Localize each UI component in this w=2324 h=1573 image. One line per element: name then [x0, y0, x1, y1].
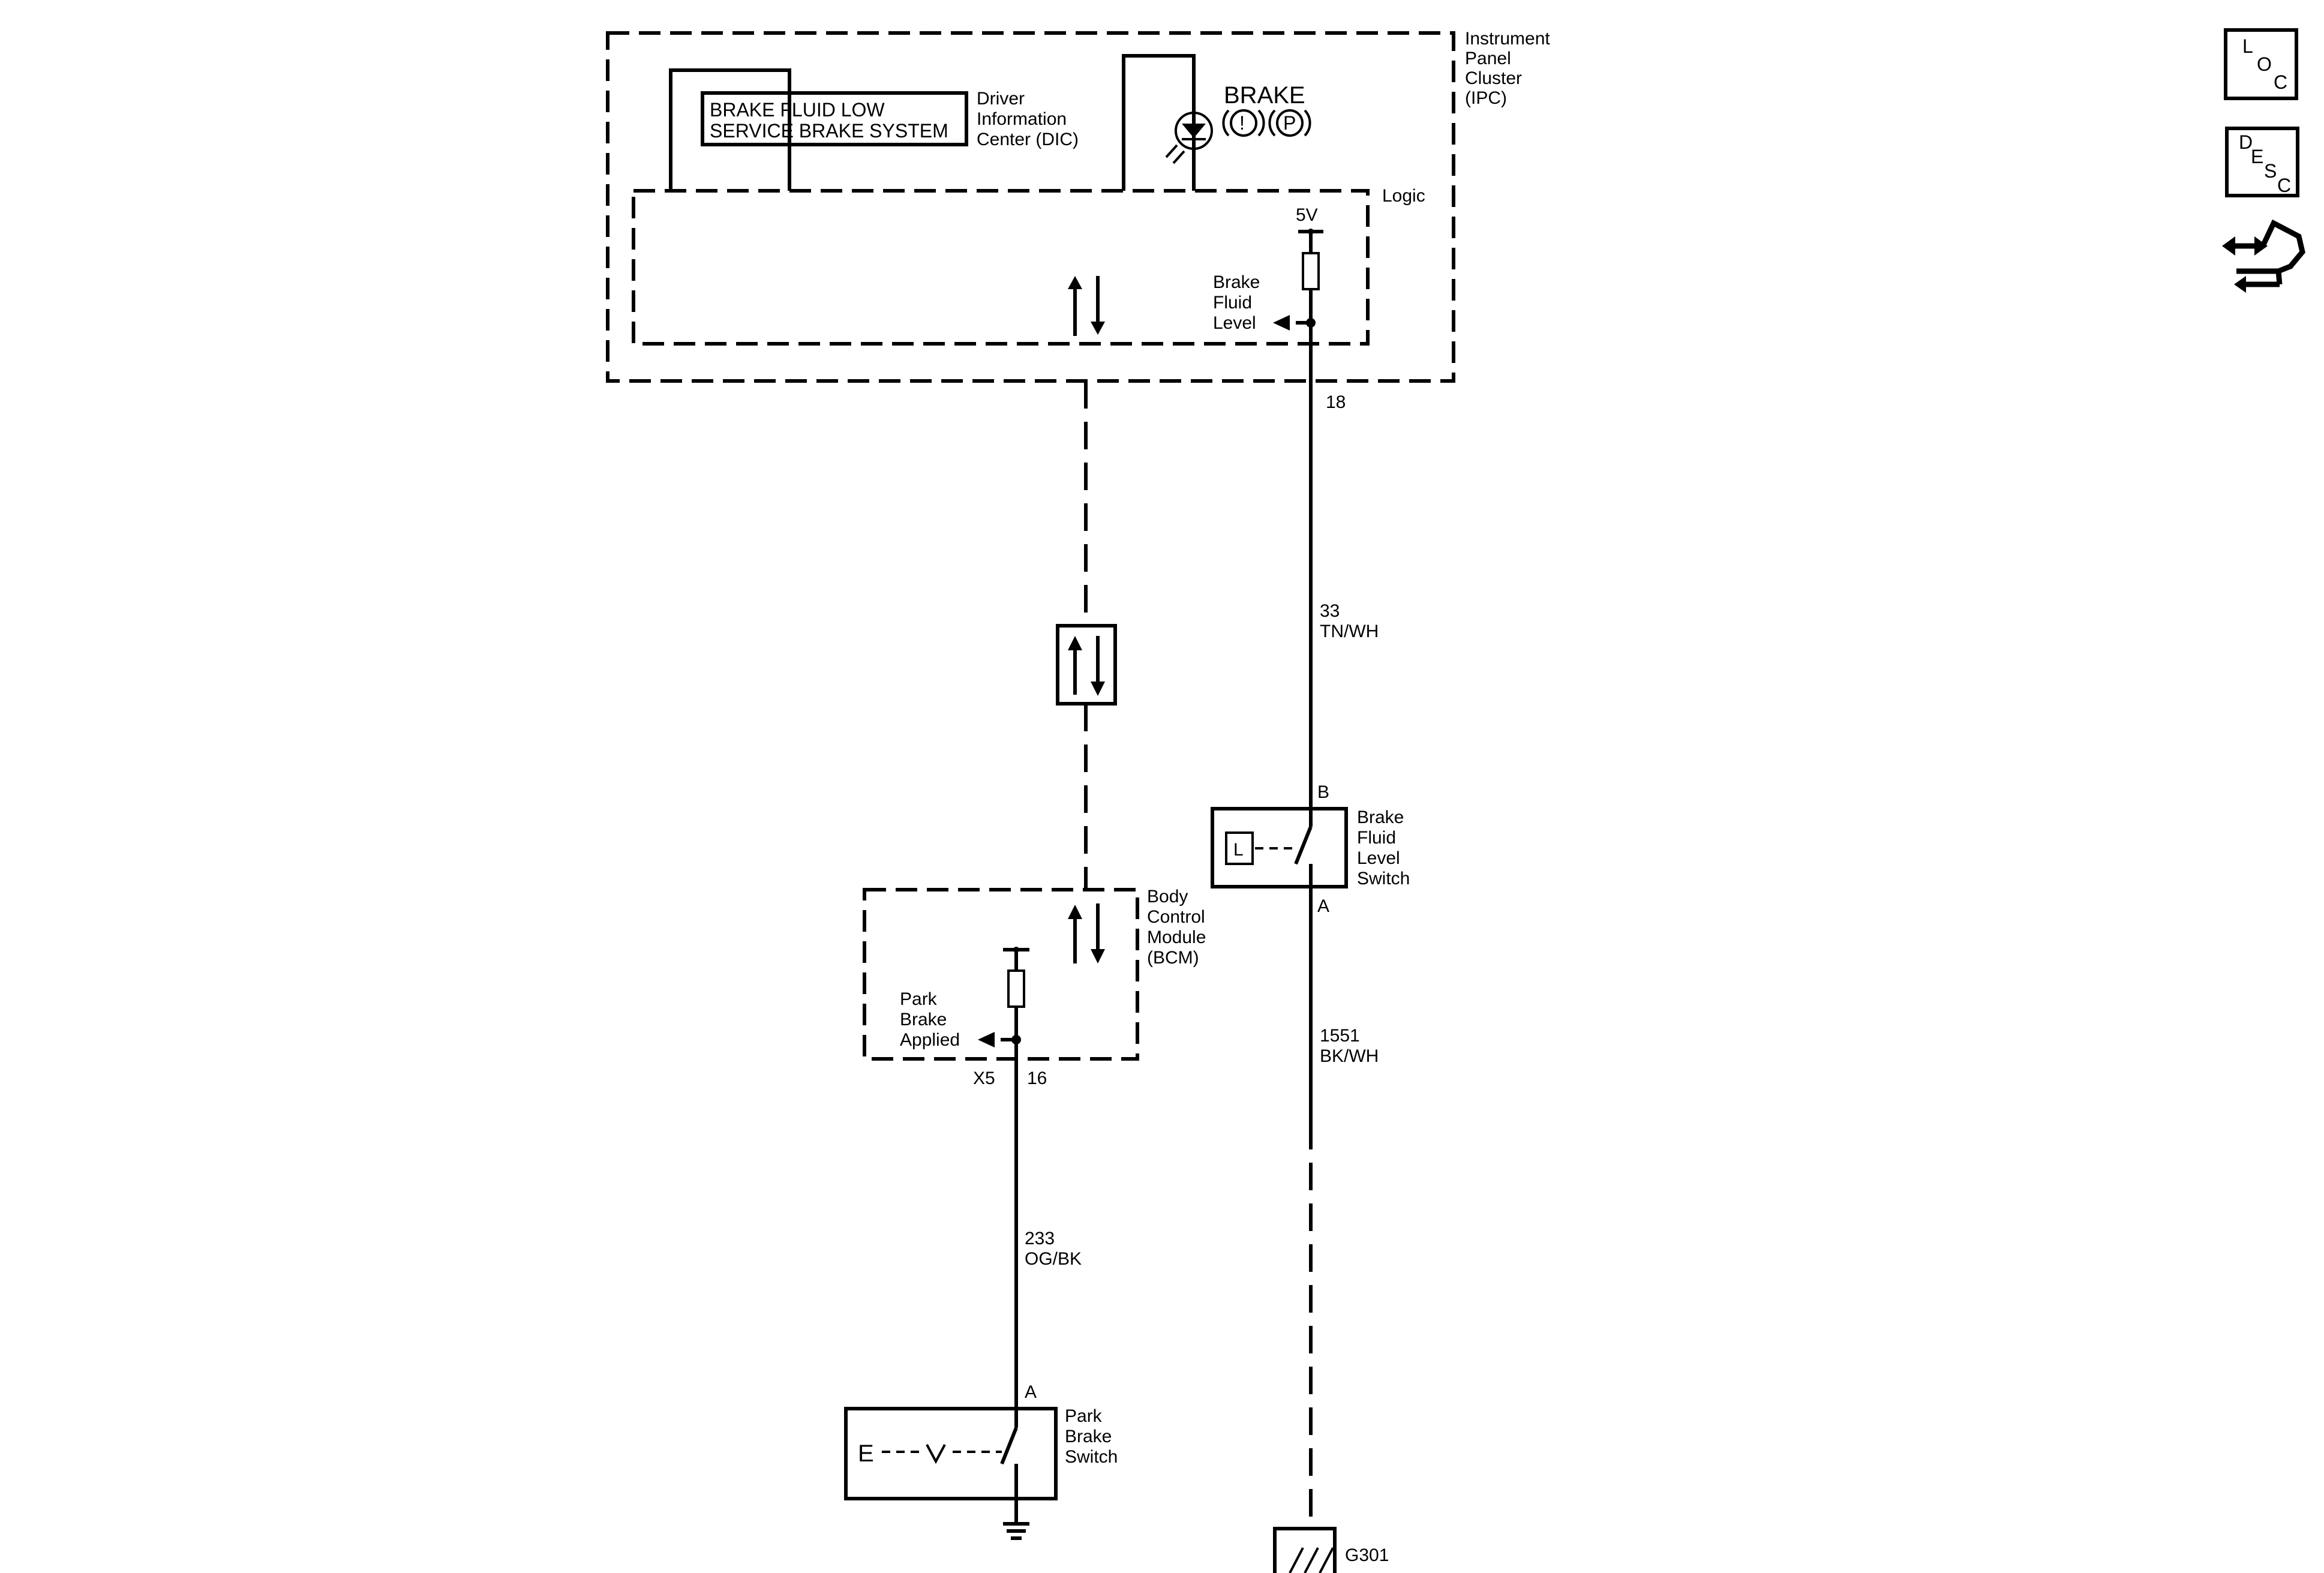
fluid-switch-name: Brake Fluid Level Switch [1357, 807, 1410, 888]
fluid-switch-outline [1211, 807, 1348, 888]
wire-1551-label: 1551 BK/WH [1320, 1026, 1379, 1066]
ipc-logic-label: Logic [1382, 186, 1425, 206]
desc-letter-c: C [2277, 175, 2291, 196]
level-sensor-icon [1225, 831, 1254, 865]
g301-label: G301 [1345, 1545, 1389, 1565]
loc-icon [2224, 28, 2298, 100]
desc-letter-d: D [2239, 131, 2253, 153]
park-brake-applied-label: Park Brake Applied [900, 989, 960, 1050]
desc-icon [2225, 127, 2299, 197]
ipc-serial-data-arrows-icon [1068, 276, 1105, 336]
bcm-serial-data-arrows-icon [1068, 903, 1105, 963]
park-switch-symbol: E [858, 1440, 874, 1467]
brake-lamp-label: BRAKE [1224, 82, 1305, 109]
lamp-bracket [1122, 54, 1196, 191]
loc-letter-o: O [2257, 53, 2272, 75]
desc-button[interactable]: D E S C [2225, 127, 2299, 197]
park-switch-name: Park Brake Switch [1065, 1406, 1118, 1467]
led-diode-icon [1182, 124, 1206, 138]
wire-233-label: 233 OG/BK [1025, 1229, 1082, 1269]
led-ray-1 [1165, 144, 1178, 158]
input-arrow-icon [1273, 315, 1290, 331]
serial-data-box-arrows-icon [1068, 636, 1105, 696]
led-circle [1175, 112, 1213, 150]
brake-fluid-level-switch[interactable]: B L Brake Fluid Level Switch A [1211, 782, 1410, 916]
brake-park-icon: P [1268, 109, 1311, 137]
svg-text:!: ! [1239, 112, 1245, 134]
ipc-name: Instrument Panel Cluster (IPC) [1465, 29, 1555, 108]
desc-letter-s: S [2264, 160, 2277, 182]
bcm-module[interactable]: Body Control Module (BCM) Park Brake App… [863, 887, 1211, 1061]
dic-message-box [701, 91, 968, 146]
wire-park-brake-signal[interactable]: 233 OG/BK [1014, 1059, 1082, 1409]
desc-letter-e: E [2251, 146, 2263, 167]
pullup-resistor-icon [1302, 252, 1320, 290]
fluid-switch-symbol: L [1233, 840, 1244, 860]
harness-connector-button[interactable] [2222, 219, 2305, 293]
fluid-switch-pin-b: B [1317, 782, 1329, 802]
ipc-pin-18: 18 [1326, 392, 1346, 412]
brake-exclamation-icon: ! [1222, 109, 1265, 137]
brake-fluid-input-label: Brake Fluid Level [1213, 272, 1265, 333]
bcm-name: Body Control Module (BCM) [1147, 887, 1211, 968]
brake-warning-lamp[interactable]: BRAKE ! P [1122, 54, 1311, 191]
loc-button[interactable]: L O C [2224, 28, 2298, 100]
bcm-input-arrow-icon [978, 1032, 995, 1047]
dic-message: BRAKE FLUID LOW SERVICE BRAKE SYSTEM [710, 99, 948, 142]
bcm-pin-16: 16 [1027, 1068, 1047, 1088]
svg-text:P: P [1283, 112, 1296, 134]
bcm-pullup-resistor-icon [1007, 969, 1025, 1008]
dic-label: Driver Information Center (DIC) [977, 89, 1079, 149]
chassis-ground-icon [1273, 1527, 1337, 1573]
led-ray-2 [1172, 150, 1185, 164]
serial-data-link[interactable] [1056, 381, 1117, 888]
serial-data-box [1056, 624, 1117, 706]
wire-brake-fluid-signal[interactable]: 33 TN/WH [1309, 384, 1379, 809]
park-switch-ground-icon [1003, 1522, 1029, 1540]
park-switch-spring-icon [926, 1444, 946, 1464]
ipc-outline [606, 31, 1455, 383]
park-switch-contact [1000, 1427, 1018, 1465]
park-switch-pin-a: A [1025, 1382, 1037, 1402]
ipc-logic-outline [632, 189, 1370, 346]
ground-g301[interactable]: G301 [1273, 1527, 1389, 1573]
loc-letter-l: L [2242, 35, 2253, 57]
park-switch-outline [844, 1407, 1058, 1500]
fluid-switch-pin-a: A [1317, 896, 1329, 916]
bcm-connector-x5: X5 [973, 1068, 995, 1088]
harness-connector-icon [2222, 219, 2305, 293]
ipc-module[interactable]: Instrument Panel Cluster (IPC) Logic BRA… [606, 29, 1555, 384]
bcm-outline [863, 888, 1139, 1061]
wire-brake-fluid-ground[interactable]: 1551 BK/WH [1309, 887, 1379, 1524]
fluid-switch-contact [1294, 825, 1313, 865]
bcm-park-brake-input[interactable]: Park Brake Applied [900, 947, 1029, 1059]
dic-display[interactable]: BRAKE FLUID LOW SERVICE BRAKE SYSTEM Dri… [669, 68, 1079, 191]
ipc-brake-fluid-input[interactable]: 5V Brake Fluid Level [1213, 205, 1323, 384]
voltage-label: 5V [1296, 205, 1318, 225]
wire-33-label: 33 TN/WH [1320, 601, 1379, 641]
loc-letter-c: C [2274, 71, 2287, 93]
park-brake-switch[interactable]: A E Park Brake Switch [844, 1382, 1118, 1540]
dic-bracket [669, 68, 791, 191]
